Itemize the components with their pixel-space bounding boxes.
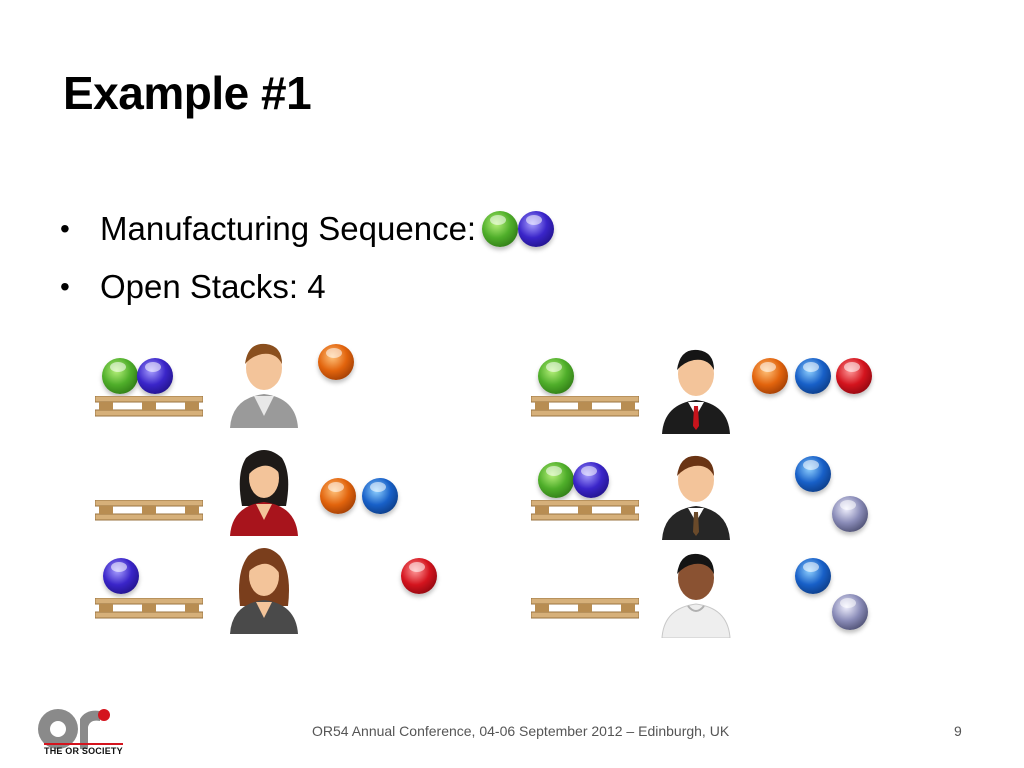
bullet-list: • Manufacturing Sequence: • Open Stacks:… [60, 200, 555, 316]
page-number: 9 [954, 723, 962, 739]
purple-ball-icon [573, 462, 609, 498]
bullet-manufacturing-sequence: • Manufacturing Sequence: [60, 200, 555, 258]
blue-ball-icon [362, 478, 398, 514]
green-ball-icon [102, 358, 138, 394]
bullet-text: Open Stacks: 4 [100, 268, 326, 305]
or-society-logo [38, 709, 110, 749]
or-society-logo-label: THE OR SOCIETY [44, 743, 123, 756]
pallet-icon [95, 598, 203, 619]
bullet-dot: • [60, 271, 70, 302]
bullet-open-stacks: • Open Stacks: 4 [60, 258, 554, 316]
red-ball-icon [401, 558, 437, 594]
green-ball-icon [538, 358, 574, 394]
pallet-icon [95, 500, 203, 521]
slide-title: Example #1 [63, 67, 312, 119]
purple-ball-icon [518, 211, 555, 247]
green-ball-icon [538, 462, 574, 498]
pallet-icon [95, 396, 203, 417]
bullet-dot: • [60, 213, 70, 244]
purple-ball-icon [137, 358, 173, 394]
blue-ball-icon [795, 358, 831, 394]
person-man-black-suit-red-tie-icon [662, 349, 730, 434]
person-woman-gray-jacket-icon [230, 548, 298, 634]
pallet-icon [531, 598, 639, 619]
person-man-gray-suit-icon [230, 343, 298, 428]
blue-ball-icon [795, 558, 831, 594]
purple-ball-icon [103, 558, 139, 594]
green-ball-icon [482, 211, 519, 247]
person-man-dark-suit-icon [662, 455, 730, 540]
bullet-text: Manufacturing Sequence: [100, 210, 477, 247]
orange-ball-icon [320, 478, 356, 514]
orange-ball-icon [318, 344, 354, 380]
sequence-balls [482, 211, 555, 247]
orange-ball-icon [752, 358, 788, 394]
pallet-icon [531, 500, 639, 521]
person-man-white-shirt-icon [661, 553, 731, 638]
blue-ball-icon [795, 456, 831, 492]
pallet-icon [531, 396, 639, 417]
red-ball-icon [836, 358, 872, 394]
gray-ball-icon [832, 496, 868, 532]
footer-text: OR54 Annual Conference, 04-06 September … [312, 723, 730, 739]
person-woman-red-jacket-icon [230, 450, 298, 536]
gray-ball-icon [832, 594, 868, 630]
